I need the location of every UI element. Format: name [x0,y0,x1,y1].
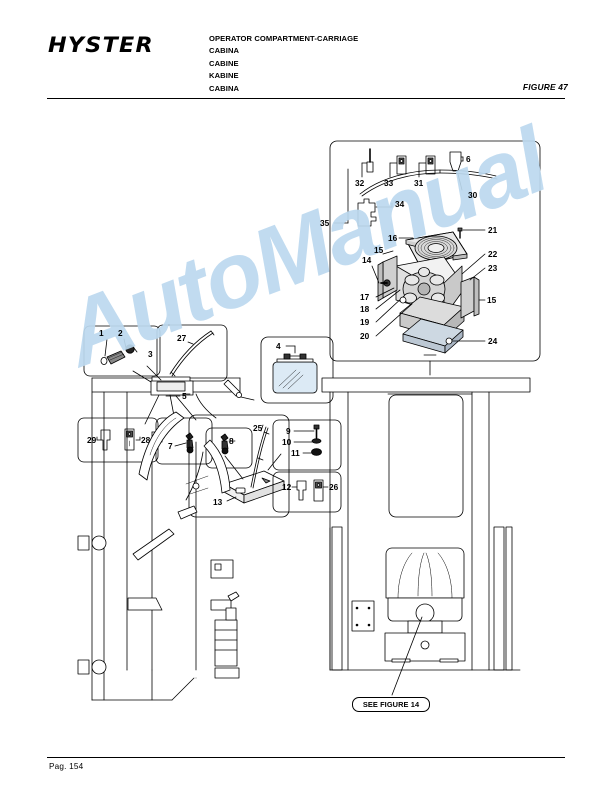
callout-6: 6 [466,154,471,164]
title-line-es: CABINA [209,83,240,93]
callout-7: 7 [168,441,173,451]
callout-1: 1 [99,328,104,338]
title-line-it: CABINA [209,46,240,56]
callout-21: 21 [488,225,498,235]
callout-16: 16 [388,233,398,243]
callout-27: 27 [177,333,187,343]
callout-29: 29 [87,435,97,445]
callout-4: 4 [276,341,281,351]
callout-19: 19 [360,317,370,327]
callout-24: 24 [488,336,498,346]
callout-8: 8 [229,436,234,446]
callout-25: 25 [253,423,263,433]
callout-2: 2 [118,328,123,338]
callout-28: 28 [141,435,151,445]
footer-divider [47,757,565,758]
figure-label: FIGURE 47 [522,82,568,92]
callout-15: 15 [374,245,384,255]
callout-23: 23 [488,263,498,273]
see-figure-note: SEE FIGURE 14 [352,697,430,712]
callout-11: 11 [291,448,300,458]
callout-33: 33 [384,178,394,188]
callout-35: 35 [320,218,330,228]
callout-3: 3 [148,349,153,359]
callout-30: 30 [468,190,478,200]
callout-26: 26 [329,482,339,492]
title-block: OPERATOR COMPARTMENT-CARRIAGE CABINA CAB… [209,33,358,95]
title-line-de: KABINE [209,71,239,81]
header-divider [47,98,565,99]
callout-18: 18 [360,304,370,314]
callout-13: 13 [213,497,223,507]
callout-10: 10 [282,437,292,447]
callout-14: 14 [362,255,372,265]
callout-22: 22 [488,249,498,259]
callout-17: 17 [360,292,370,302]
callout-5: 5 [182,391,187,401]
callout-34: 34 [395,199,405,209]
callout-32: 32 [355,178,365,188]
callout-9: 9 [286,426,291,436]
hyster-logo: HYSTER [48,33,154,57]
callout-31: 31 [414,178,424,188]
title-line-en: OPERATOR COMPARTMENT-CARRIAGE [209,34,359,43]
callout-20: 20 [360,331,370,341]
callout-15-right: 15 [487,295,497,305]
page-number: Pag. 154 [49,762,84,771]
title-line-fr: CABINE [209,58,239,68]
callout-12: 12 [282,482,292,492]
